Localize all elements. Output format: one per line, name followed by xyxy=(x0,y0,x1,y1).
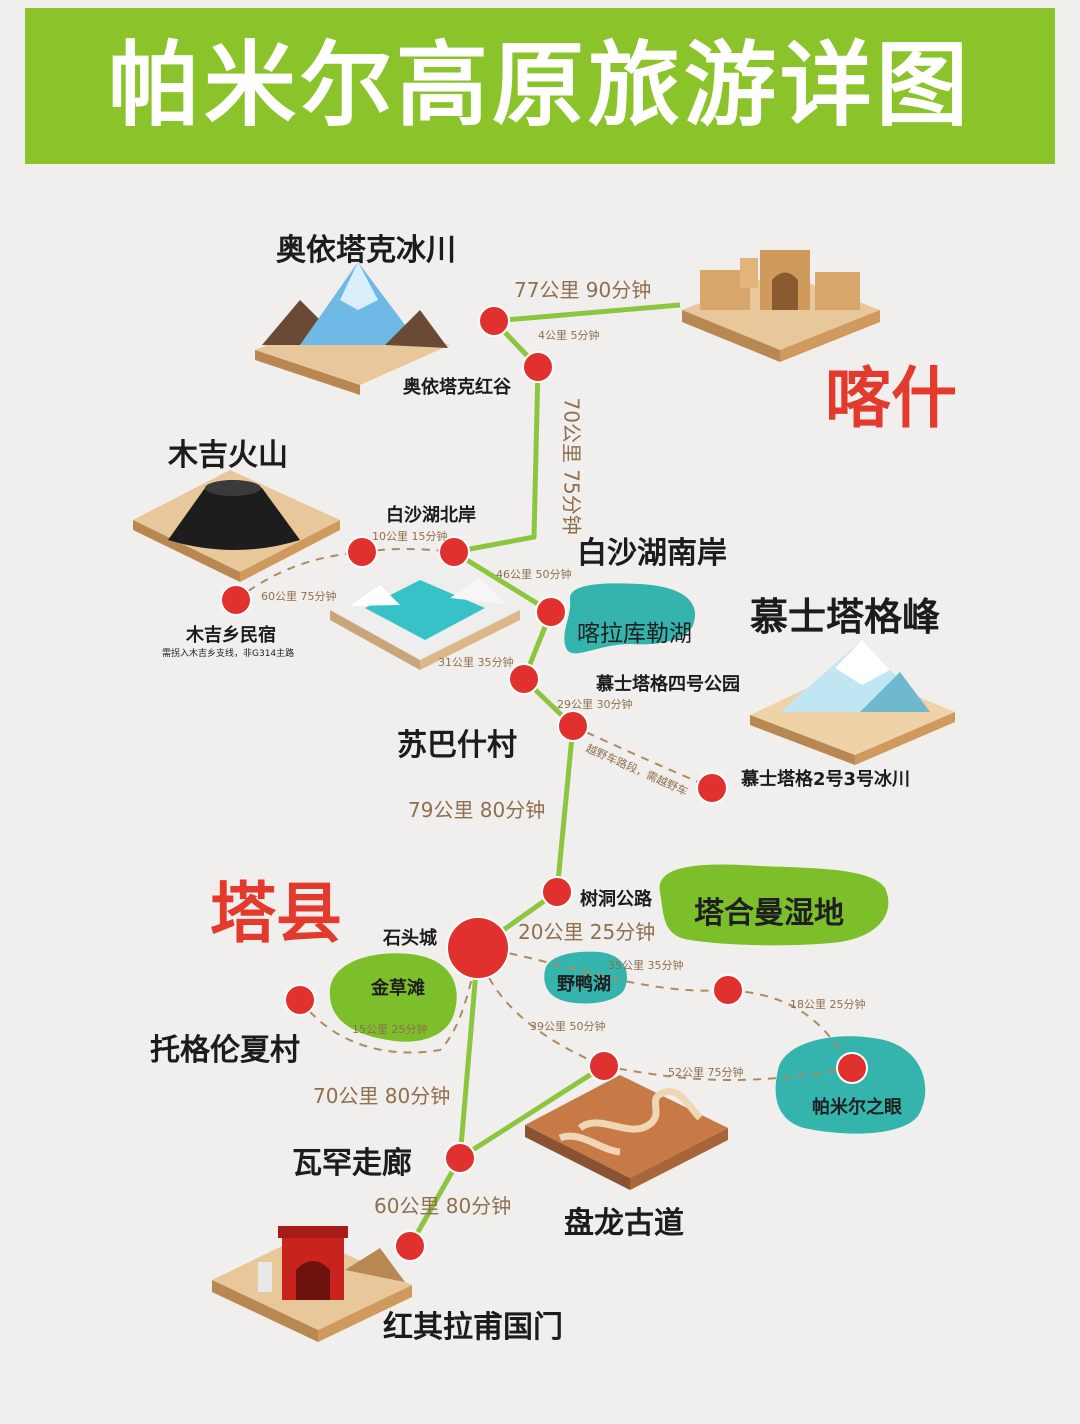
label-baisha-north: 白沙湖北岸 xyxy=(386,505,476,526)
label-shudong-road: 树洞公路 xyxy=(580,889,652,910)
dist-panlong-eye: 52公里 75分钟 xyxy=(668,1066,744,1079)
node-karakul xyxy=(535,596,567,628)
node-glacier23 xyxy=(696,772,728,804)
node-volcano xyxy=(346,536,378,568)
karakul-lake-area xyxy=(564,583,696,654)
label-oytagh-valley: 奥依塔克红谷 xyxy=(403,377,511,398)
hongqilapu-gate-illustration xyxy=(212,1226,412,1342)
dist-volcano-baisha: 10公里 15分钟 xyxy=(372,530,448,543)
label-baisha-south: 白沙湖南岸 xyxy=(577,536,727,571)
node-subashi xyxy=(557,710,589,742)
dist-glacier-valley: 4公里 5分钟 xyxy=(538,329,600,342)
label-mujie-volcano: 木吉火山 xyxy=(168,438,288,473)
node-oytagh-glacier xyxy=(478,305,510,337)
mujie-volcano-illustration xyxy=(133,470,340,582)
panlong-road-illustration xyxy=(525,1075,728,1190)
route-panlong-eye xyxy=(603,1065,853,1082)
muztagh-peak-illustration xyxy=(750,640,955,765)
node-pamir-eye xyxy=(836,1052,868,1084)
label-hongqilapu: 红其拉甫国门 xyxy=(383,1310,563,1345)
dist-stone-wahan: 70公里 80分钟 xyxy=(313,1084,451,1108)
kashgar-town-illustration xyxy=(682,250,880,362)
node-oytagh-valley xyxy=(522,351,554,383)
label-subashi: 苏巴什村 xyxy=(397,728,517,763)
baisha-lake-illustration xyxy=(330,560,520,670)
page-title: 帕米尔高原旅游详图 xyxy=(107,32,972,139)
dist-stone-panlong: 39公里 50分钟 xyxy=(530,1020,606,1033)
node-shudong xyxy=(541,876,573,908)
dist-stone-tuogelun: 15公里 25分钟 xyxy=(352,1023,428,1036)
wild-duck-lake-area xyxy=(544,951,627,1004)
dist-kashgar-glacier: 77公里 90分钟 xyxy=(514,278,652,302)
label-mujie-note: 需拐入木吉乡支线，非G314主路 xyxy=(162,649,295,659)
label-tahman-wetland: 塔合曼湿地 xyxy=(694,896,844,931)
dist-shudong-stone: 20公里 25分钟 xyxy=(518,920,656,944)
tahman-wetland-area xyxy=(659,864,889,946)
node-baisha-north xyxy=(438,536,470,568)
route-offroad xyxy=(572,725,713,789)
oytagh-glacier-illustration xyxy=(255,262,450,395)
route-stone-duck-eye xyxy=(479,947,851,1069)
dist-duck-eye: 18公里 25分钟 xyxy=(790,998,866,1011)
label-panlong: 盘龙古道 xyxy=(564,1206,684,1241)
node-panlong xyxy=(588,1050,620,1082)
dist-homestay: 60公里 75分钟 xyxy=(261,590,337,603)
route-stone-tuogelun xyxy=(299,949,479,1054)
label-tuogelun: 托格伦夏村 xyxy=(150,1033,300,1068)
label-mujie-homestay: 木吉乡民宿 xyxy=(186,625,276,646)
dist-park-subashi: 29公里 30分钟 xyxy=(557,698,633,711)
label-oytagh-glacier: 奥依塔克冰川 xyxy=(276,233,456,268)
route-wahan-panlong xyxy=(458,1063,606,1161)
pamir-eye-lake-area xyxy=(775,1036,926,1134)
node-tuogelun xyxy=(284,984,316,1016)
dist-wahan-hongqi: 60公里 80分钟 xyxy=(374,1194,512,1218)
label-muztagh-park4: 慕士塔格四号公园 xyxy=(596,674,740,695)
node-homestay xyxy=(220,584,252,616)
node-stone-city xyxy=(446,916,510,980)
city-taxian: 塔县 xyxy=(210,875,342,952)
label-stone-city: 石头城 xyxy=(383,928,437,949)
label-golden-grass: 金草滩 xyxy=(371,978,425,999)
label-wild-duck-lake: 野鸭湖 xyxy=(557,974,611,995)
label-pamir-eye: 帕米尔之眼 xyxy=(812,1097,902,1118)
node-duck-eye-mid xyxy=(712,974,744,1006)
dist-subashi-shudong: 79公里 80分钟 xyxy=(408,798,546,822)
label-wahan: 瓦罕走廊 xyxy=(292,1146,412,1181)
node-hongqilapu xyxy=(394,1230,426,1262)
node-wahan xyxy=(444,1142,476,1174)
label-muztagh-glacier23: 慕士塔格2号3号冰川 xyxy=(741,769,911,790)
golden-grass-area xyxy=(329,953,457,1042)
dist-karakul-park: 31公里 35分钟 xyxy=(438,656,514,669)
dist-baisha-karakul: 46公里 50分钟 xyxy=(496,568,572,581)
title-banner: 帕米尔高原旅游详图 xyxy=(25,8,1055,164)
label-karakul-lake: 喀拉库勒湖 xyxy=(577,621,692,647)
dist-stone-duck: 35公里 35分钟 xyxy=(608,959,684,972)
label-muztagh-peak: 慕士塔格峰 xyxy=(750,595,941,639)
node-park4 xyxy=(508,663,540,695)
city-kashgar: 喀什 xyxy=(825,360,957,437)
dist-valley-baisha: 70公里 75分钟 xyxy=(559,397,584,535)
